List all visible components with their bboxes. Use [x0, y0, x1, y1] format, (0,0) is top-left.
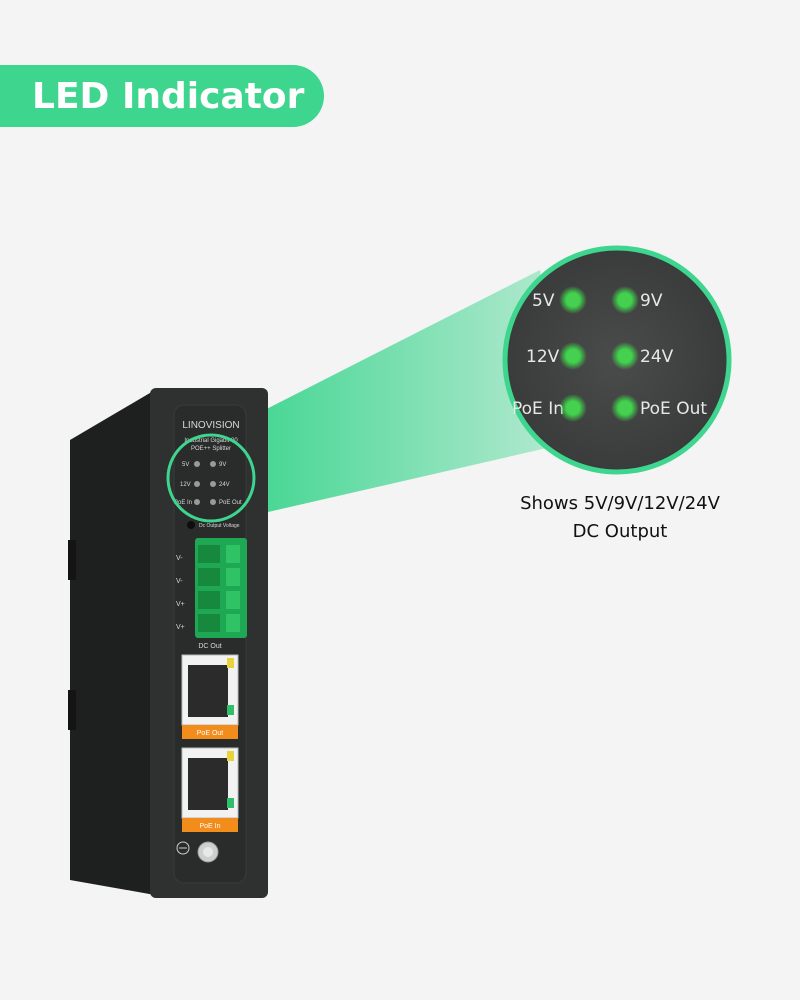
terminal-screw	[226, 568, 240, 586]
device-brand: LINOVISION	[182, 420, 239, 431]
terminal-slot	[198, 545, 220, 563]
mag-label-9v: 9V	[640, 291, 663, 311]
terminal-slot	[198, 591, 220, 609]
poe-out-port-led-green	[227, 705, 234, 715]
device-led-9v	[210, 461, 216, 467]
mag-led-24v	[618, 349, 632, 363]
caption-line-1: Shows 5V/9V/12V/24V	[520, 493, 720, 514]
poe-out-tag	[182, 725, 238, 739]
poe-out-port-cavity	[188, 665, 228, 717]
terminal-screw	[226, 614, 240, 632]
poe-out-port-led-yellow	[227, 658, 234, 668]
mag-led-poe-in	[566, 401, 580, 415]
device-led-poe-out	[210, 499, 216, 505]
poe-in-port-led-green	[227, 798, 234, 808]
device-led-poe-in	[194, 499, 200, 505]
poe-in-tag-label: PoE In	[199, 823, 220, 830]
led-highlight-ring	[166, 433, 256, 523]
dc-output-voltage-label: Dc Output Voltage	[199, 523, 240, 529]
mag-label-poe-out: PoE Out	[640, 399, 707, 419]
ground-icon	[176, 841, 190, 855]
terminal-label-2: V-	[176, 578, 183, 585]
device-subtitle-1: Industrial Gigabit 80	[184, 438, 238, 444]
zoom-beam	[235, 270, 560, 515]
mag-led-5v	[566, 293, 580, 307]
device-led-label-5v: 5V	[182, 462, 189, 468]
device-led-label-9v: 9V	[219, 462, 226, 468]
device-led-label-12v: 12V	[180, 482, 191, 488]
poe-in-port-cavity	[188, 758, 228, 810]
terminal-label-1: V-	[176, 555, 183, 562]
terminal-label-4: V+	[176, 624, 185, 631]
caption: Shows 5V/9V/12V/24V DC Output	[500, 490, 740, 546]
device-side-panel	[70, 390, 155, 895]
device-led-label-24v: 24V	[219, 482, 230, 488]
device-led-label-poe-out: PoE Out	[219, 500, 242, 506]
mag-led-12v	[566, 349, 580, 363]
terminal-screw	[226, 591, 240, 609]
poe-out-tag-label: PoE Out	[197, 730, 224, 737]
device-led-12v	[194, 481, 200, 487]
poe-in-port-led-yellow	[227, 751, 234, 761]
caption-line-2: DC Output	[572, 521, 668, 542]
voltage-knob-icon	[187, 521, 195, 529]
terminal-slot	[198, 614, 220, 632]
mag-label-poe-in: PoE In	[512, 399, 564, 419]
mag-led-9v	[618, 293, 632, 307]
page-title: LED Indicator	[32, 75, 305, 117]
mag-label-12v: 12V	[526, 347, 560, 367]
device-led-label-poe-in: PoE In	[174, 500, 192, 506]
din-clip-bottom	[68, 690, 76, 730]
din-clip-top	[68, 540, 76, 580]
terminal-slot	[198, 568, 220, 586]
terminal-label-3: V+	[176, 601, 185, 608]
mag-led-poe-out	[618, 401, 632, 415]
device-led-5v	[194, 461, 200, 467]
mag-label-5v: 5V	[532, 291, 555, 311]
poe-in-tag	[182, 818, 238, 832]
device-led-24v	[210, 481, 216, 487]
mag-label-24v: 24V	[640, 347, 674, 367]
terminal-screw	[226, 545, 240, 563]
dc-out-label: DC Out	[198, 643, 221, 650]
title-banner: LED Indicator	[0, 65, 324, 127]
device-subtitle-2: POE++ Splitter	[191, 446, 231, 452]
ground-screw-head	[203, 847, 213, 857]
